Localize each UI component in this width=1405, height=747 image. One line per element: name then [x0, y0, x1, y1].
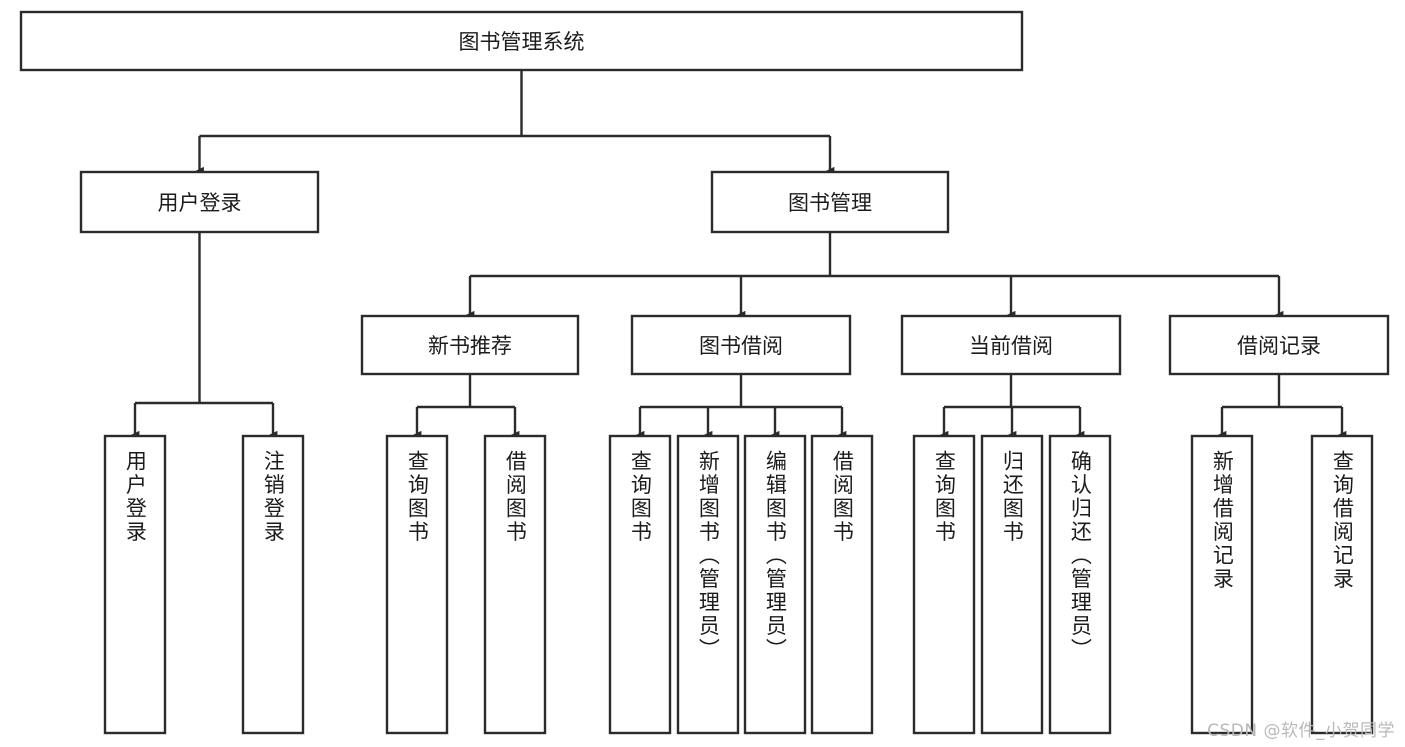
- node-box-l4-confirm-return[interactable]: [1048, 434, 1112, 735]
- node-box-l3-current-borrow[interactable]: [900, 314, 1122, 376]
- node-box-l4-query-book-b[interactable]: [608, 434, 672, 735]
- node-box-l4-borrow-book-a[interactable]: [483, 434, 547, 735]
- node-box-l3-new-book-rec[interactable]: [360, 314, 580, 376]
- node-box-l4-return-book[interactable]: [980, 434, 1044, 735]
- node-box-l4-query-book-a[interactable]: [385, 434, 449, 735]
- node-boxes: [19, 10, 1390, 735]
- node-box-l3-borrow-record[interactable]: [1168, 314, 1390, 376]
- connector-edges: [130, 70, 1347, 440]
- node-box-l4-add-record[interactable]: [1190, 434, 1254, 735]
- node-box-l4-user-login[interactable]: [103, 434, 167, 735]
- node-box-l4-query-book-c[interactable]: [912, 434, 976, 735]
- node-box-root[interactable]: [19, 10, 1024, 72]
- node-box-l2-user-login[interactable]: [79, 170, 320, 234]
- node-box-l4-edit-book[interactable]: [743, 434, 807, 735]
- node-box-l4-borrow-book-b[interactable]: [810, 434, 874, 735]
- node-box-l4-query-record[interactable]: [1310, 434, 1374, 735]
- watermark: CSDN @软件_小贺同学: [1207, 721, 1395, 741]
- node-box-l4-add-book[interactable]: [676, 434, 740, 735]
- node-box-l2-book-mgmt[interactable]: [710, 170, 950, 234]
- node-box-l4-logout-login[interactable]: [241, 434, 305, 735]
- node-box-l3-book-borrow[interactable]: [630, 314, 852, 376]
